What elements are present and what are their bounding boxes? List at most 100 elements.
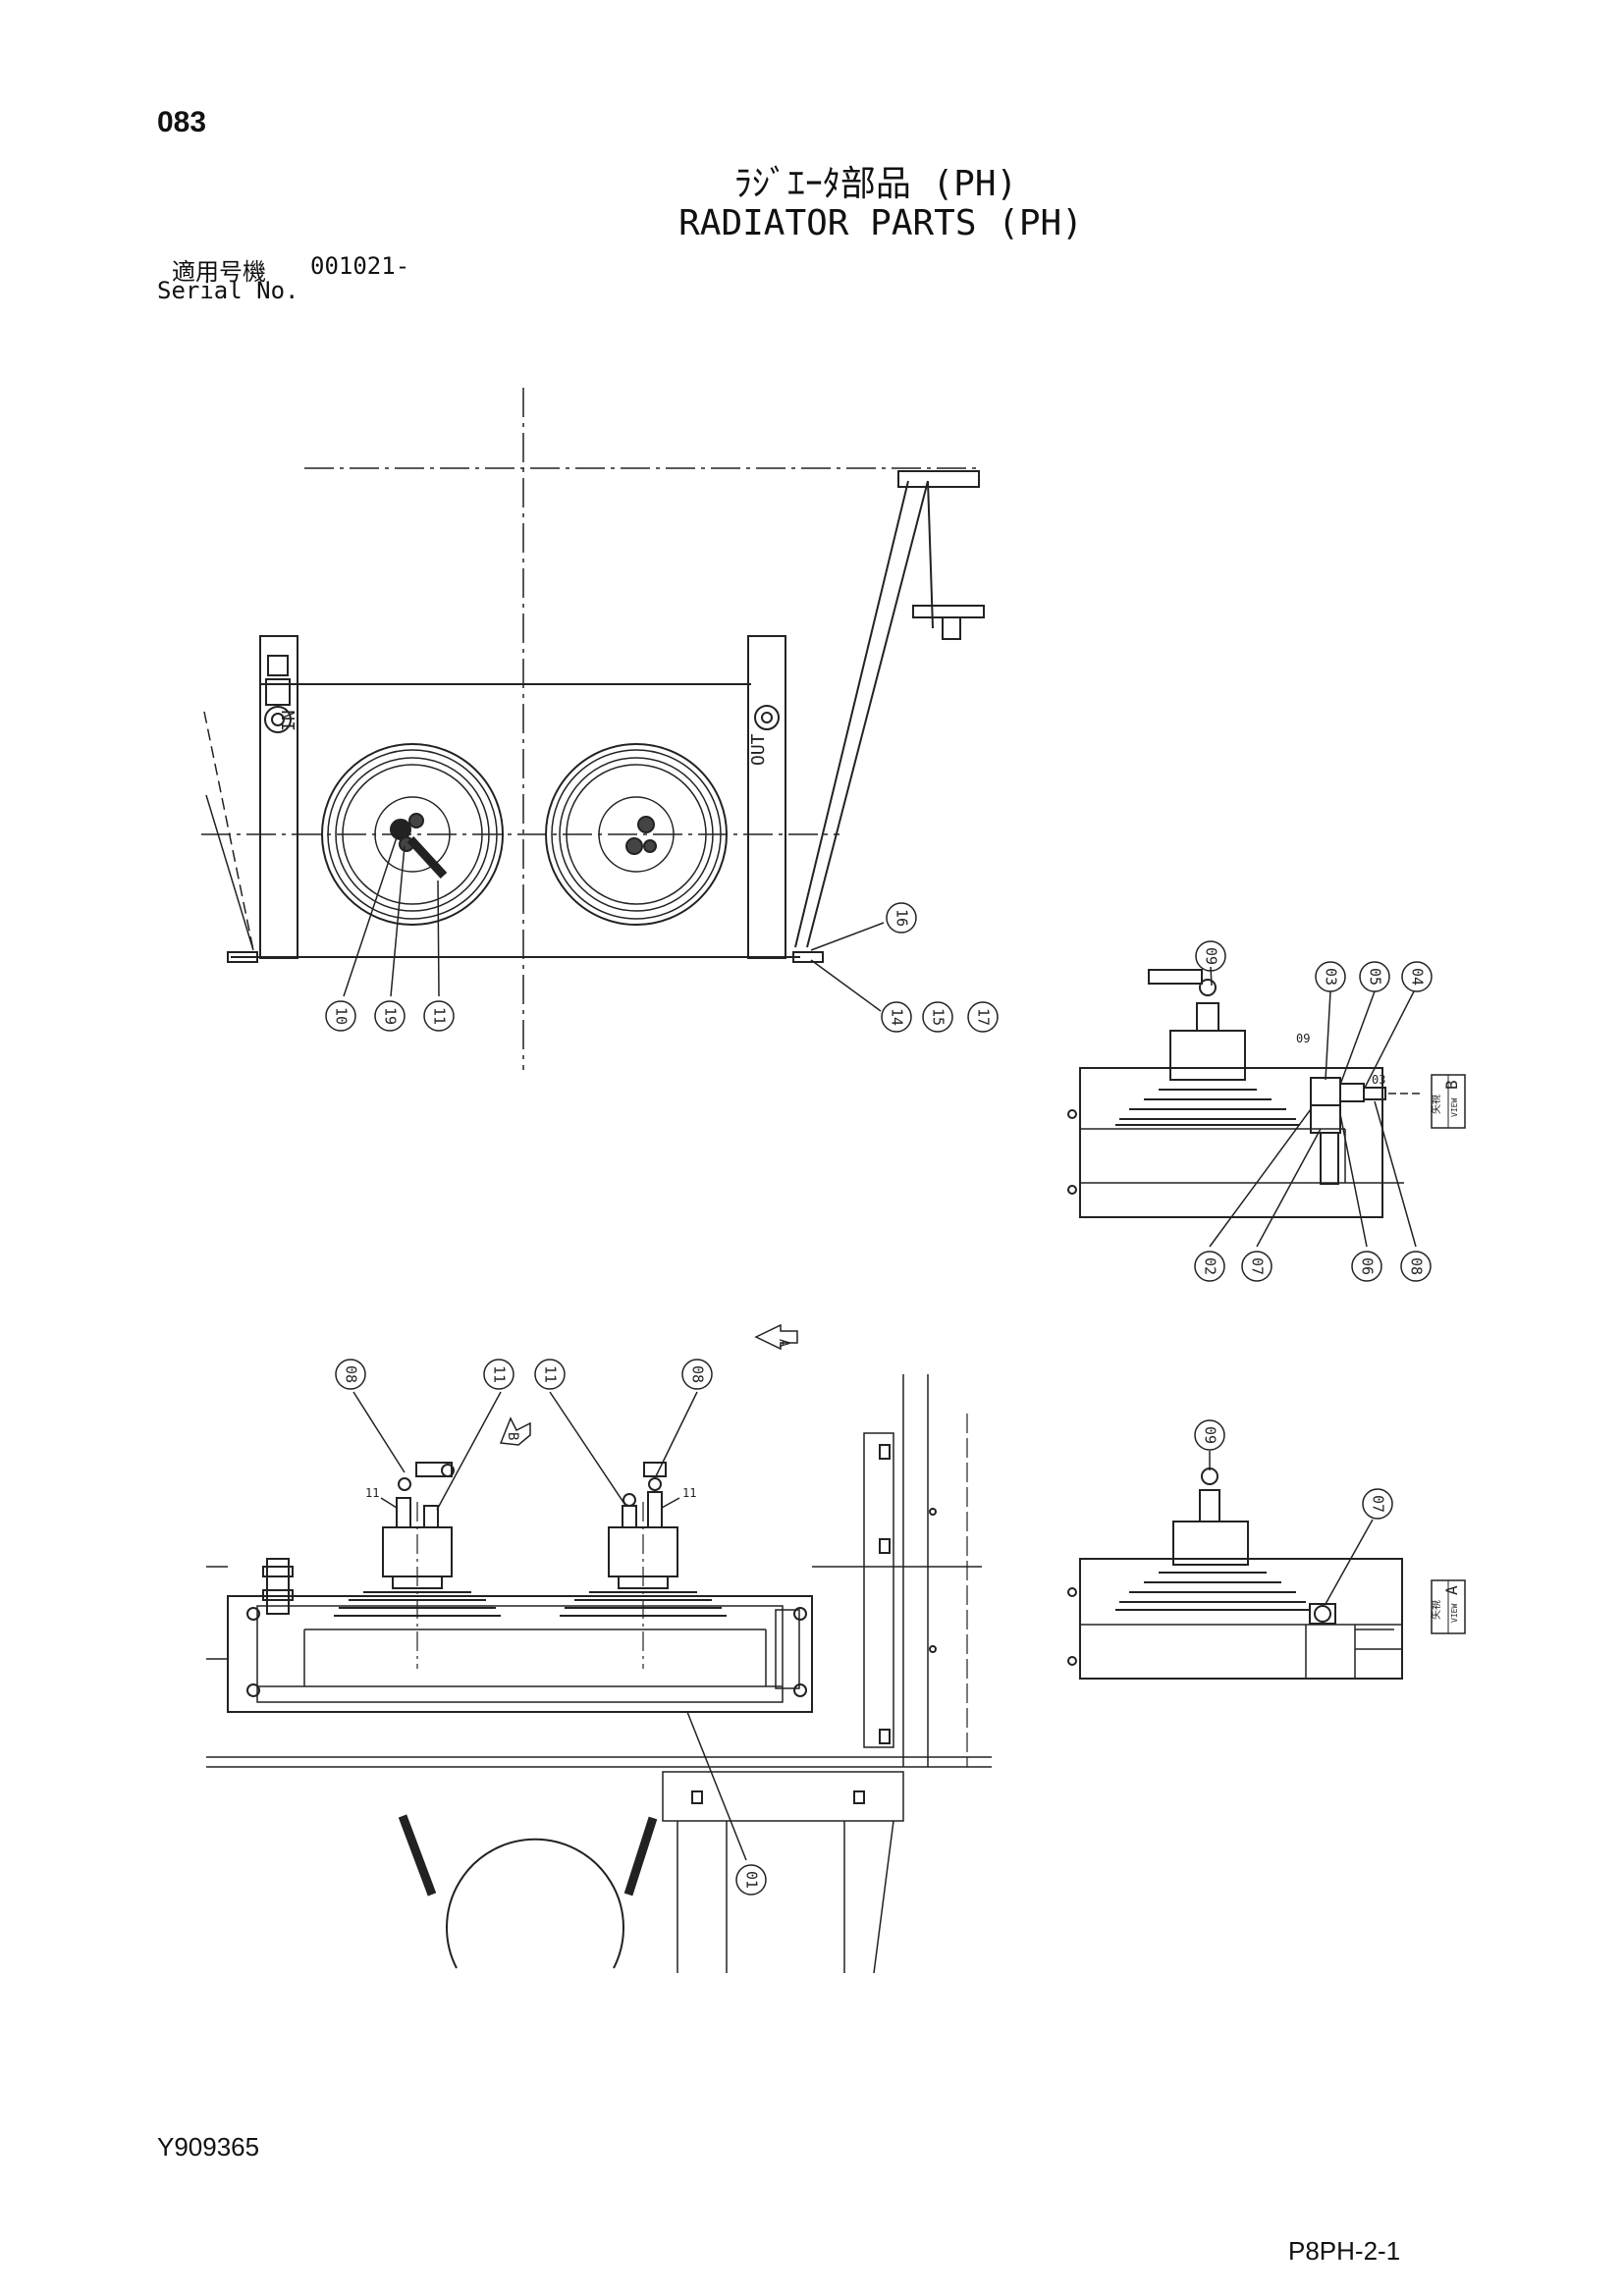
page-title-english: RADIATOR PARTS (PH) bbox=[678, 203, 1083, 243]
callout-11: 11 bbox=[431, 1007, 449, 1025]
leader-line bbox=[1325, 1519, 1374, 1605]
view-b-arrow bbox=[499, 1416, 531, 1446]
callout-03-circle bbox=[1315, 961, 1346, 992]
structure-bolt bbox=[879, 1538, 891, 1554]
callout-group-view-b: 09 03 05 04 02 07 06 08 bbox=[1194, 940, 1433, 1282]
front-left-nut bbox=[398, 1477, 411, 1491]
serial-value: 001021- bbox=[310, 252, 410, 280]
small-label-11-left: 11 bbox=[365, 1486, 379, 1500]
callout-10-circle bbox=[325, 1000, 356, 1032]
mount-foot bbox=[227, 951, 258, 963]
callout-09: 09 bbox=[1203, 947, 1220, 965]
mount-foot bbox=[792, 951, 824, 963]
view-a-label: 矢視 VIEW A bbox=[1430, 1579, 1466, 1634]
front-right-bracket bbox=[775, 1609, 800, 1689]
view-b-side-fitting bbox=[1339, 1083, 1365, 1102]
structure-post bbox=[863, 1432, 894, 1748]
view-b-bolt bbox=[1067, 1109, 1077, 1119]
callout-08-left-circle bbox=[335, 1359, 366, 1390]
leader-line bbox=[1256, 1128, 1322, 1248]
callout-05-circle bbox=[1359, 961, 1390, 992]
left-support-bracket bbox=[259, 635, 298, 959]
view-a-label-ja: 矢視 bbox=[1430, 1600, 1442, 1620]
front-right-nut bbox=[623, 1493, 636, 1507]
front-right-hose bbox=[643, 1462, 667, 1477]
lower-structure-bolt bbox=[691, 1790, 703, 1804]
callout-03: 03 bbox=[1323, 968, 1340, 986]
leader-line bbox=[686, 1711, 747, 1861]
callout-14-circle bbox=[881, 1001, 912, 1033]
front-left-fitting-top bbox=[396, 1497, 411, 1528]
view-a-side-fitting-nut bbox=[1314, 1605, 1331, 1623]
stay-line bbox=[205, 794, 254, 951]
fan-left-hub bbox=[374, 796, 451, 873]
front-right-fitting-top bbox=[647, 1491, 663, 1528]
fan-right-hub bbox=[598, 796, 675, 873]
callout-05: 05 bbox=[1367, 968, 1384, 986]
leader-line bbox=[549, 1391, 625, 1505]
callout-09-view-a: 09 bbox=[1202, 1426, 1219, 1444]
view-a-bolt bbox=[1067, 1587, 1077, 1597]
callout-04: 04 bbox=[1409, 968, 1427, 986]
callout-06-circle bbox=[1351, 1251, 1382, 1282]
front-right-nut bbox=[648, 1477, 662, 1491]
front-left-hose bbox=[415, 1462, 453, 1477]
view-b-side-fitting bbox=[1310, 1077, 1341, 1106]
small-label-11-right: 11 bbox=[682, 1486, 696, 1500]
callout-19-circle bbox=[374, 1000, 406, 1032]
view-a-detail bbox=[1067, 1451, 1403, 1680]
fan-left-port bbox=[390, 819, 411, 840]
view-a-side-fitting bbox=[1309, 1603, 1336, 1625]
port-label-in: IN bbox=[279, 710, 299, 731]
stay-arm bbox=[806, 480, 929, 948]
stay-lower-plate bbox=[912, 605, 985, 618]
callout-11-left-circle bbox=[483, 1359, 514, 1390]
fan-right-outer bbox=[545, 743, 728, 926]
lower-structure-box bbox=[662, 1771, 904, 1822]
front-left-motor bbox=[392, 1575, 443, 1589]
view-b-hose bbox=[1148, 969, 1203, 985]
view-b-label-word: VIEW bbox=[1450, 1098, 1459, 1117]
callout-14: 14 bbox=[889, 1008, 906, 1026]
callout-10: 10 bbox=[333, 1007, 351, 1025]
callout-11-right: 11 bbox=[542, 1365, 560, 1383]
callout-08-left: 08 bbox=[343, 1365, 360, 1383]
callout-11-right-circle bbox=[534, 1359, 566, 1390]
fan-left-hose bbox=[406, 835, 448, 880]
view-b-fitting-nut bbox=[1199, 979, 1217, 996]
callout-02-circle bbox=[1194, 1251, 1225, 1282]
callout-group-front: 08 11 11 08 01 bbox=[335, 1359, 767, 1896]
callout-06: 06 bbox=[1359, 1257, 1377, 1275]
view-a-arrow-label: A bbox=[776, 1339, 791, 1348]
callout-15-circle bbox=[922, 1001, 953, 1033]
page-title-japanese: ﾗｼﾞｴｰﾀ部品 (PH) bbox=[733, 164, 1018, 204]
view-a-bolt bbox=[1067, 1656, 1077, 1666]
callout-19: 19 bbox=[382, 1007, 400, 1025]
fan-left-outer bbox=[335, 757, 490, 912]
view-a-fitting bbox=[1199, 1489, 1220, 1522]
in-fitting bbox=[265, 678, 291, 706]
fan-right-port bbox=[637, 816, 655, 833]
callout-15: 15 bbox=[930, 1008, 947, 1026]
leader-line bbox=[810, 922, 885, 951]
tank-handle bbox=[623, 1816, 658, 1896]
callout-01: 01 bbox=[743, 1871, 761, 1889]
view-a-label-word: VIEW bbox=[1450, 1604, 1459, 1623]
serial-label-english: Serial No. bbox=[157, 277, 299, 304]
tank-handle bbox=[398, 1814, 437, 1896]
stay-line bbox=[203, 711, 254, 951]
fan-right-port bbox=[643, 839, 657, 853]
callout-17-circle bbox=[967, 1001, 999, 1033]
view-a-label-letter: A bbox=[1442, 1585, 1461, 1595]
fan-right-outer bbox=[559, 757, 714, 912]
small-label-09: 09 bbox=[1296, 1032, 1310, 1045]
callout-04-circle bbox=[1401, 961, 1433, 992]
callout-09-circle bbox=[1195, 940, 1226, 972]
leader-line bbox=[352, 1391, 406, 1473]
leader-line bbox=[1374, 1100, 1417, 1248]
leader-line bbox=[1209, 1108, 1312, 1248]
callout-08-right-circle bbox=[681, 1359, 713, 1390]
view-b-arrow-label: B bbox=[505, 1432, 520, 1440]
stay-arm bbox=[794, 480, 909, 948]
callout-01-circle bbox=[735, 1864, 767, 1896]
